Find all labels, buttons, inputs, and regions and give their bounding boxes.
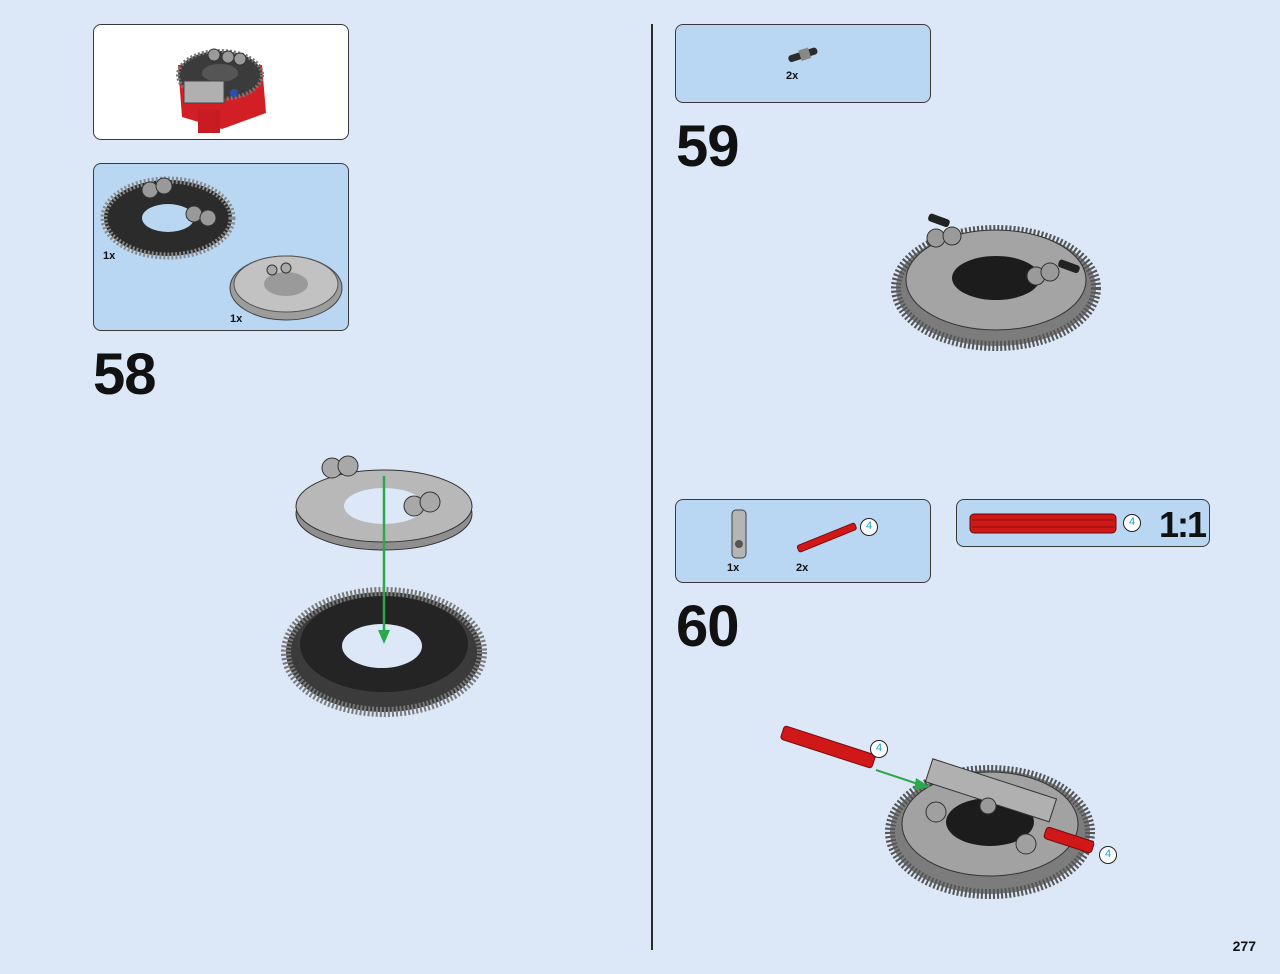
axle-length-callout-text: 4 [865,520,873,532]
axle-length-callout: 4 [860,518,878,536]
step-60-axle-callout-2: 4 [1099,846,1117,864]
step-60-axle-callout-1-text: 4 [875,742,883,754]
step-59-number: 59 [676,114,740,179]
step-60-part-2-qty: 2x [796,562,809,574]
step-58-number: 58 [93,342,157,407]
scale-label: 1:1 [1159,504,1207,545]
step-58-part-2-qty: 1x [230,313,243,325]
page-column-divider [651,24,653,950]
step-60-assembly-illustration [780,725,1095,899]
scale-callout-box: 4 1:1 [956,499,1210,547]
step-59-part-1-qty: 2x [786,70,799,82]
scale-length-callout-text: 4 [1128,516,1136,528]
submodel-preview-box [93,24,349,140]
axle-pin-icon [788,47,818,63]
axle-pin-connector-icon [731,509,747,559]
submodel-assembly-illustration [176,48,266,133]
step-60-parts-box: 1x 2x 4 [675,499,931,583]
step-58-parts-box: 1x 1x [93,163,349,331]
page-number: 277 [1232,938,1256,954]
red-axle-icon [796,522,857,553]
red-axle-actual-size [969,513,1117,534]
step-58-part-1-qty: 1x [103,250,116,262]
step-60-part-1-qty: 1x [727,562,740,574]
step-58-assembly-illustration [281,455,487,717]
step-59-parts-box: 2x [675,24,931,103]
step-60-number: 60 [676,594,740,659]
step-59-assembly-illustration [891,213,1101,351]
turntable-gear-top-icon [100,176,236,260]
scale-length-callout: 4 [1123,514,1141,532]
step-60-axle-callout-1: 4 [870,740,888,758]
step-60-axle-callout-2-text: 4 [1104,848,1112,860]
turntable-bottom-icon [229,255,343,321]
